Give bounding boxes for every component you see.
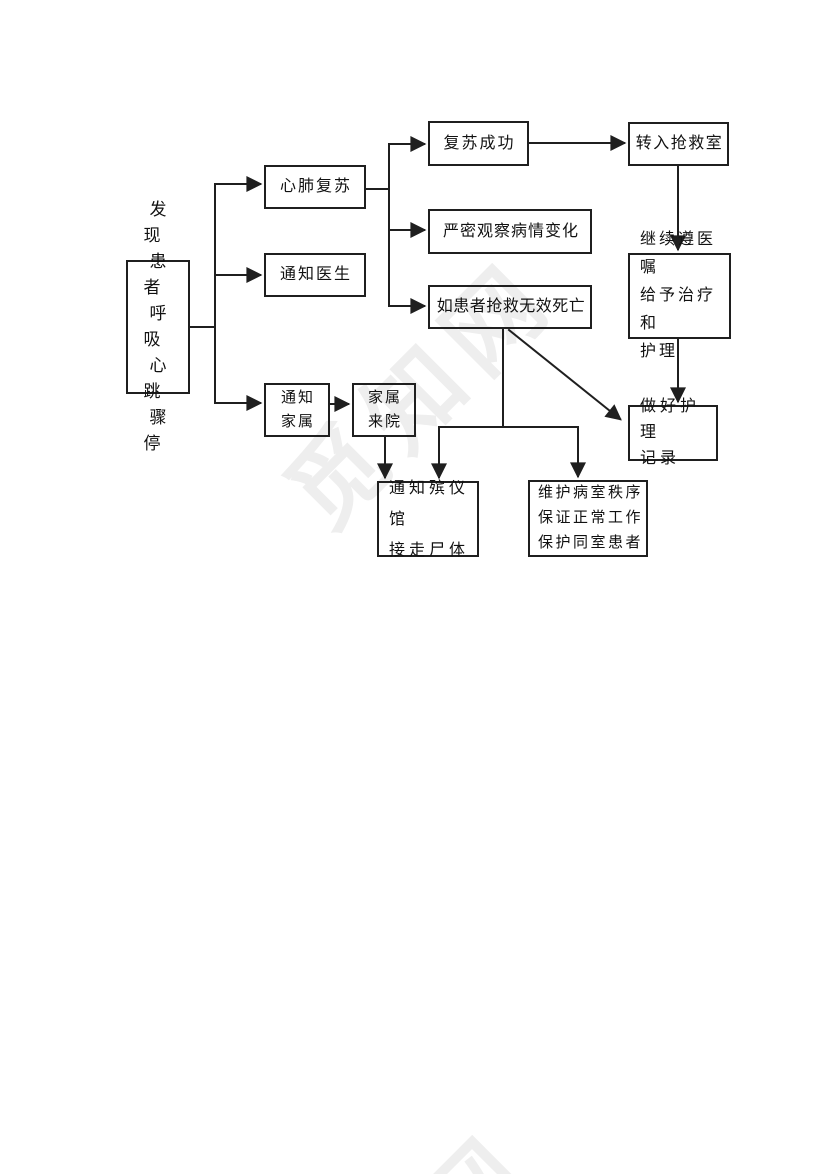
node-continue-care: 继续遵医嘱 给予治疗和 护理 — [628, 231, 731, 360]
node-notify-doctor: 通知医生 — [264, 253, 366, 297]
node-resuscitation-success: 复苏成功 — [428, 121, 529, 166]
node-rescue-room: 转入抢救室 — [628, 122, 729, 166]
node-nursing-records: 做好护理 记录 — [628, 398, 718, 467]
node-maintain-ward-order: 维护病室秩序 保证正常工作 保护同室患者 — [528, 480, 648, 557]
node-notify-family: 通知 家属 — [264, 383, 330, 437]
node-patient-arrest: 发现 患者 呼吸 心跳 骤停 — [126, 200, 190, 453]
arrow-death-records — [507, 328, 622, 421]
node-cpr: 心肺复苏 — [264, 165, 366, 209]
node-notify-funeral-home: 通知殡仪馆 接走尸体 — [377, 480, 479, 559]
node-observe-condition: 严密观察病情变化 — [428, 209, 592, 254]
node-death-despite-rescue: 如患者抢救无效死亡 — [428, 285, 592, 329]
node-family-arrives: 家属 来院 — [352, 383, 416, 437]
